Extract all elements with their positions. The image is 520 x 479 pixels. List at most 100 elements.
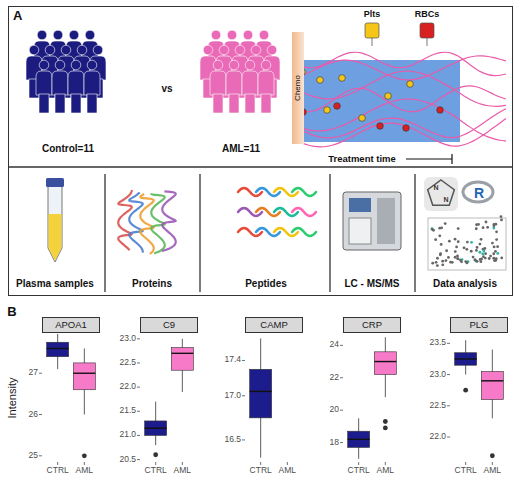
illustration-shape [39,94,49,113]
illustration-shape [463,182,493,202]
person-figure [210,60,226,113]
panel-a-art [8,23,513,292]
illustration-shape [483,247,486,250]
illustration-shape [492,462,493,465]
person-figure [68,60,84,113]
illustration-shape [383,419,388,424]
illustration-shape [463,246,466,249]
illustration-shape [339,75,346,82]
tick-label: 24 [330,341,339,350]
illustration-shape [493,246,496,249]
person-figure [258,60,274,113]
illustration-shape [465,248,468,251]
illustration-shape [488,257,491,260]
illustration-shape [486,226,489,229]
facet-strip: CRP [343,317,401,333]
illustration-shape [182,462,183,465]
category-label: AML [76,466,93,475]
illustration-shape [145,427,167,428]
illustration-shape [447,256,450,259]
illustration-shape [455,245,458,248]
person-figure [226,60,242,113]
illustration-shape [456,257,459,260]
illustration-shape [340,410,343,411]
illustration-shape [87,60,97,70]
illustration-shape [479,258,482,261]
illustration-shape [436,264,439,267]
illustration-shape [260,462,261,465]
illustration-shape [482,226,485,229]
protein-icon [118,190,176,254]
treatment-chart [296,23,506,164]
illustration-shape [447,437,450,438]
illustration-shape [219,45,229,55]
illustration-shape [451,154,452,164]
illustration-shape [261,94,271,113]
tick-label: 18 [330,438,339,447]
illustration-shape [374,361,396,362]
step-label: Peptides [245,278,287,289]
illustration-shape [213,60,223,70]
axis-label: Treatment time [328,154,396,164]
illustration-shape [340,377,343,378]
illustration-shape [427,38,428,46]
illustration-shape [68,71,84,95]
illustration-shape [259,30,269,40]
illustration-shape [77,45,87,55]
illustration-shape [374,352,396,375]
illustration-shape [475,249,478,252]
illustration-shape [434,238,437,241]
illustration-shape [448,240,451,243]
illustration-shape [500,219,503,222]
category-label: CTRL [250,466,272,475]
illustration-shape [470,250,473,253]
illustration-shape [470,241,473,244]
illustration-shape [250,391,272,392]
person-figure [242,60,258,113]
illustration-shape [466,241,469,244]
tube-icon [46,178,64,262]
illustration-shape [475,223,478,226]
illustration-shape [242,360,245,361]
tick-label: 27 [29,369,38,378]
illustration-shape [447,374,450,375]
illustration-shape [440,243,443,246]
illustration-shape [55,94,65,113]
facet-title: APOA1 [55,320,87,330]
illustration-shape [227,30,237,40]
illustration-shape [437,107,444,114]
illustration-shape [84,462,85,465]
illustration-shape [39,373,42,374]
illustration-shape [245,60,255,70]
illustration-shape [292,208,316,216]
illustration-shape [329,174,330,292]
illustration-shape [492,227,495,230]
category-label: CTRL [47,466,69,475]
illustration-shape [73,363,95,390]
bag-label: Plts [364,10,381,20]
illustration-shape [251,45,261,55]
illustration-shape [492,252,495,255]
category-label: CTRL [455,466,477,475]
lcms-icon [343,192,401,250]
illustration-shape [296,71,506,106]
tick-label: 26 [29,410,38,419]
illustration-shape [377,198,395,244]
tick-label: 23.5 [429,339,446,348]
logo-letter: R [474,186,484,201]
illustration-shape [211,30,221,40]
tick-label: 22.0 [119,382,136,391]
illustration-shape [431,262,434,265]
category-label: AML [377,466,394,475]
facet-title: PLG [469,320,488,330]
illustration-shape [428,218,506,270]
illustration-shape [242,439,245,440]
illustration-shape [229,60,239,70]
illustration-shape [296,52,506,75]
illustration-shape [495,238,498,241]
illustration-shape [457,240,460,243]
illustration-shape [37,30,47,40]
illustration-shape [203,45,213,55]
tick-label: 22.5 [119,358,136,367]
illustration-shape [349,198,371,212]
